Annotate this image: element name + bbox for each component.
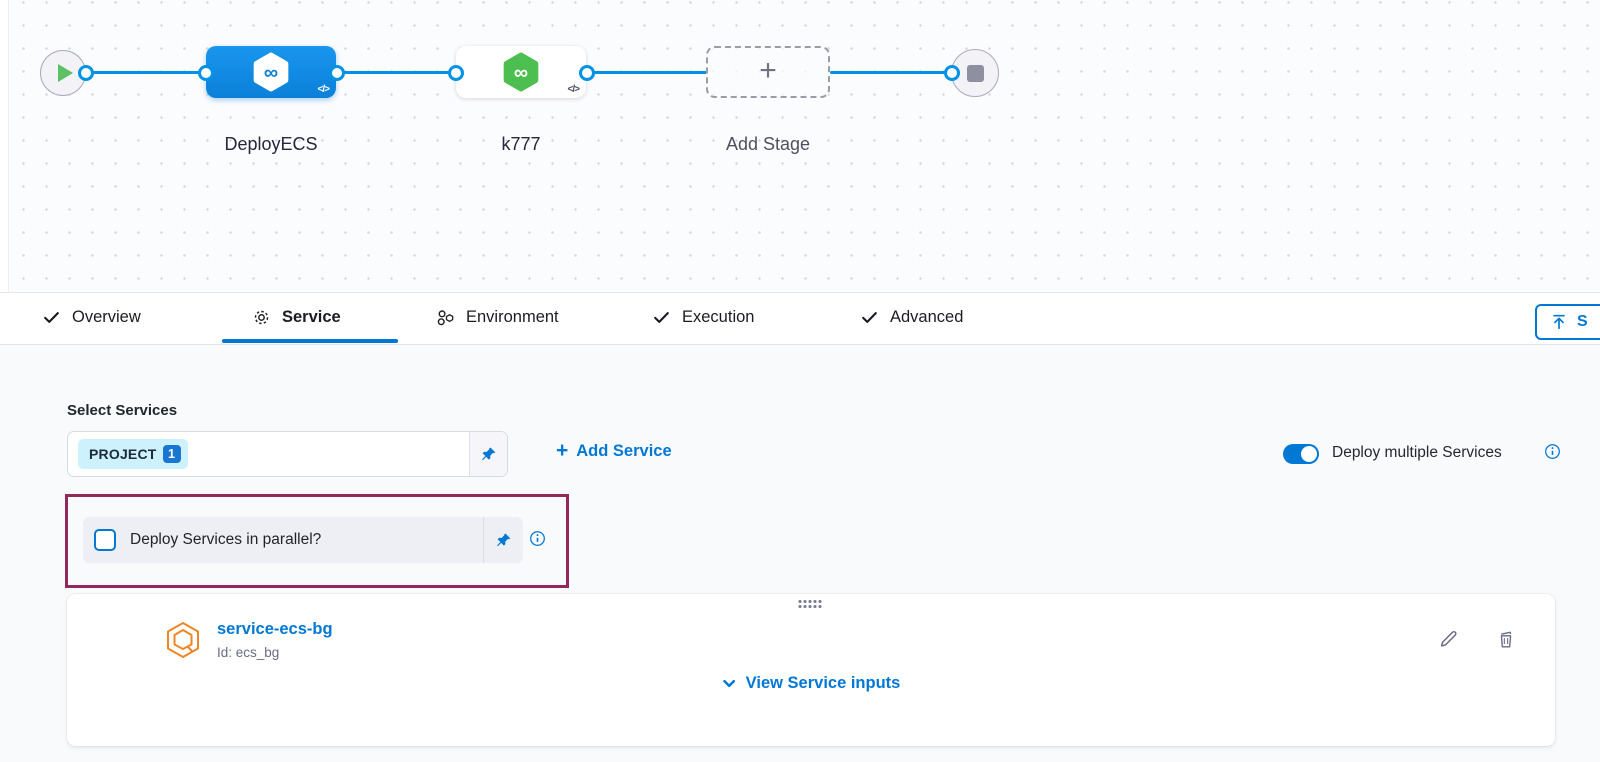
stage-config-tabbar: Overview Service Environment Execution A… [0,293,1600,345]
pipeline-connector-line [830,71,954,74]
save-button[interactable]: S [1535,304,1600,340]
selected-services-chip[interactable]: PROJECT 1 [78,439,188,469]
stage-k777[interactable]: ∞ </> [456,46,586,98]
plus-icon: + [759,53,777,87]
edit-service-button[interactable] [1435,626,1461,652]
service-name-link[interactable]: service-ecs-bg [217,620,333,638]
svg-text:∞: ∞ [514,62,528,84]
stage-label-deployecs[interactable]: DeployECS [224,134,318,154]
pencil-icon [1440,631,1457,647]
drag-handle[interactable] [798,600,824,610]
view-service-inputs-toggle[interactable]: View Service inputs [722,674,900,693]
service-icon [165,621,201,664]
pin-icon [482,447,496,460]
add-stage-button[interactable]: + [706,46,830,98]
service-id-text: Id: ecs_bg [217,645,280,660]
stage-label-k777[interactable]: k777 [501,134,541,154]
add-stage-label[interactable]: Add Stage [725,134,811,154]
tab-environment[interactable]: Environment [435,293,559,342]
check-icon [862,312,877,323]
services-select-input[interactable]: PROJECT 1 [67,431,508,477]
chevron-down-icon [723,679,736,688]
connector-dot [944,65,960,81]
gear-icon [254,310,269,325]
environment-icon [437,309,454,325]
delete-service-button[interactable] [1493,626,1519,652]
deploy-multiple-label: Deploy multiple Services [1332,444,1502,461]
pin-input-type-button[interactable] [483,517,523,563]
canvas-left-edge [0,0,9,292]
yaml-code-icon[interactable]: </> [567,84,581,95]
check-icon [654,312,669,323]
harness-logo-icon: ∞ [503,52,539,92]
connector-dot [579,65,595,81]
connector-dot [198,65,214,81]
svg-text:∞: ∞ [264,62,278,84]
pipeline-connector-line [86,71,208,74]
stage-deployecs[interactable]: ∞ </> [206,46,336,98]
tab-execution[interactable]: Execution [652,293,754,342]
connector-dot [329,65,345,81]
harness-logo-icon: ∞ [253,52,289,92]
select-services-label: Select Services [67,402,178,419]
deploy-parallel-label: Deploy Services in parallel? [130,531,322,548]
pin-input-type-button[interactable] [469,432,507,476]
play-icon [58,64,73,82]
deploy-multiple-info-icon[interactable] [1544,443,1561,465]
yaml-code-icon[interactable]: </> [317,84,331,95]
deploy-parallel-info-icon[interactable] [529,530,546,552]
parallel-option-highlight: Deploy Services in parallel? [65,494,569,588]
plus-icon: + [556,439,569,462]
stop-icon [966,64,984,82]
upload-icon [1553,314,1565,330]
trash-icon [1500,631,1512,648]
service-card: service-ecs-bg Id: ecs_bg View Service i… [67,594,1555,746]
tab-service[interactable]: Service [252,293,341,342]
service-tab-panel: Select Services PROJECT 1 + Add Service … [0,345,1600,762]
active-tab-underline [222,339,398,343]
check-icon [44,312,59,323]
tab-advanced[interactable]: Advanced [860,293,963,342]
toggle-knob [1301,446,1317,462]
pin-icon [497,533,511,546]
deploy-multiple-toggle[interactable] [1283,444,1319,464]
deploy-parallel-checkbox[interactable] [94,529,116,551]
pipeline-canvas[interactable]: ∞ </> DeployECS ∞ </> k777 + Add Stage [0,0,1600,293]
deploy-parallel-field[interactable]: Deploy Services in parallel? [83,517,523,563]
chip-count-badge: 1 [162,445,181,463]
connector-dot [448,65,464,81]
add-service-button[interactable]: + Add Service [556,439,672,462]
pipeline-connector-line [586,71,708,74]
tab-overview[interactable]: Overview [42,293,141,342]
pipeline-connector-line [336,71,458,74]
connector-dot [78,65,94,81]
